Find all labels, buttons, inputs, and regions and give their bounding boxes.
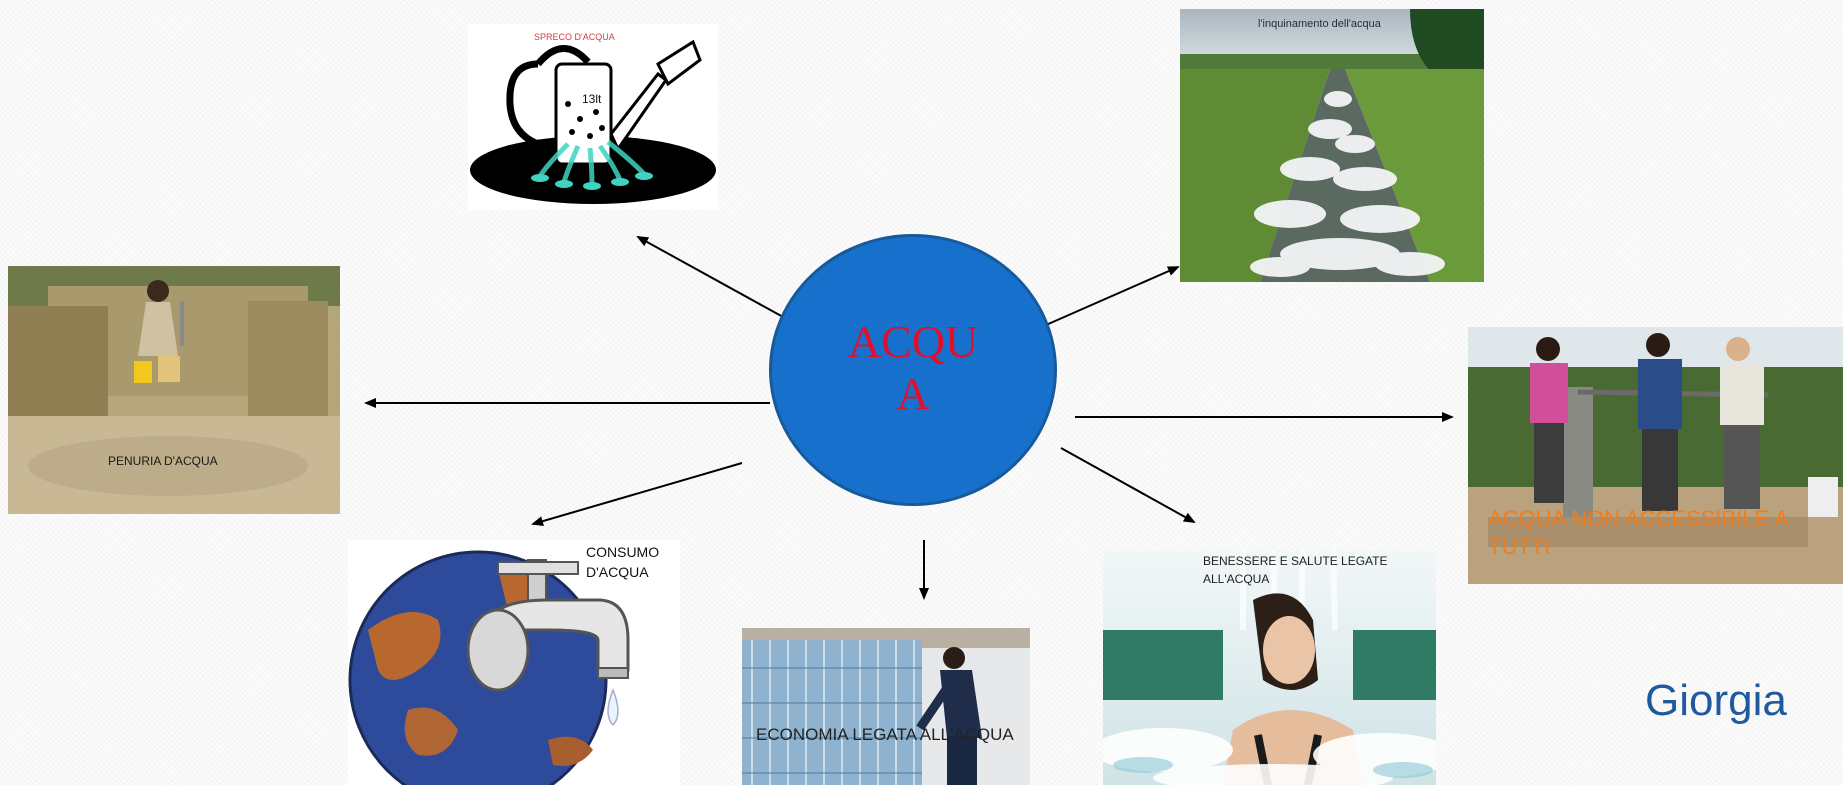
consumption-image: CONSUMO D'ACQUA bbox=[348, 540, 680, 785]
waste-measure: 13lt bbox=[582, 92, 602, 106]
center-label: ACQUA bbox=[847, 316, 979, 419]
economy-image: ECONOMIA LEGATA ALL'ACQUA bbox=[742, 628, 1030, 785]
access-caption: ACQUA NON ACCESSIBILE A TUTTI bbox=[1488, 506, 1788, 559]
bottled-water-photo bbox=[742, 628, 1030, 785]
access-image: ACQUA NON ACCESSIBILE A TUTTI bbox=[1468, 327, 1843, 584]
wellness-image: BENESSERE E SALUTE LEGATE ALL'ACQUA bbox=[1103, 550, 1436, 785]
arrow-to-waste bbox=[636, 236, 804, 329]
center-circle bbox=[769, 234, 1057, 506]
author-name: Giorgia bbox=[1645, 676, 1787, 725]
polluted-canal-photo bbox=[1180, 9, 1484, 282]
economy-caption: ECONOMIA LEGATA ALL'ACQUA bbox=[756, 725, 1014, 744]
child-at-tap-photo bbox=[8, 266, 340, 514]
pollution-image: l'inquinamento dell'acqua bbox=[1180, 9, 1484, 282]
shortage-caption: PENURIA D'ACQUA bbox=[108, 454, 218, 468]
consumption-caption: CONSUMO D'ACQUA bbox=[586, 544, 660, 580]
earth-faucet-illustration bbox=[348, 550, 630, 785]
hand-pump-photo bbox=[1468, 327, 1843, 584]
shortage-image: PENURIA D'ACQUA bbox=[8, 266, 340, 514]
waste-image: SPRECO D'ACQUA 13lt bbox=[468, 24, 718, 210]
arrow-to-pollution bbox=[1045, 266, 1180, 326]
arrow-to-consumption bbox=[531, 462, 743, 526]
wellness-caption: BENESSERE E SALUTE LEGATE ALL'ACQUA bbox=[1203, 554, 1388, 586]
arrow-to-wellness bbox=[1060, 447, 1196, 523]
pollution-caption: l'inquinamento dell'acqua bbox=[1258, 18, 1381, 30]
watering-can-illustration bbox=[470, 39, 716, 204]
waste-caption: SPRECO D'ACQUA bbox=[534, 32, 615, 42]
woman-waterfall-photo bbox=[1103, 550, 1436, 785]
